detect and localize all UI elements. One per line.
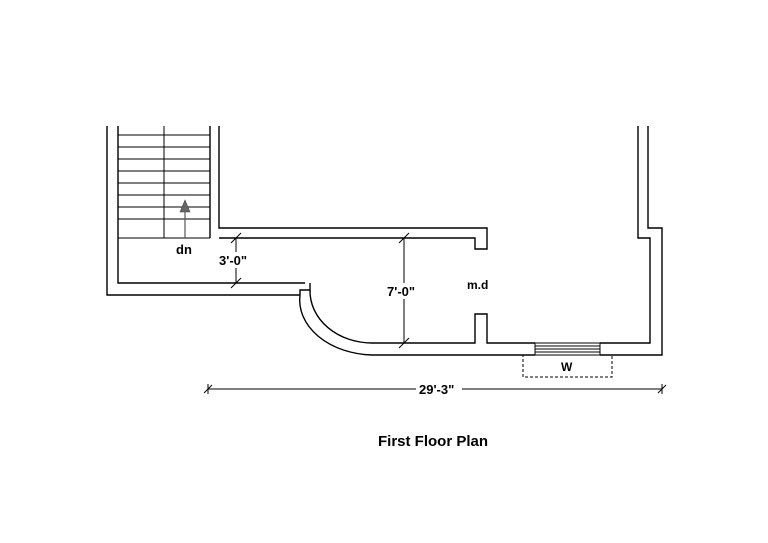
window-opening bbox=[522, 342, 613, 378]
window-label: W bbox=[561, 360, 573, 374]
stair-arrow-icon bbox=[179, 199, 191, 238]
door-dimension-bg bbox=[386, 283, 422, 299]
passage-dimension-bg bbox=[218, 252, 254, 268]
stair-treads bbox=[118, 126, 210, 239]
curved-wall bbox=[298, 283, 373, 356]
corridor-walls bbox=[372, 126, 663, 356]
stair-walls bbox=[106, 126, 488, 296]
door-label: m.d bbox=[467, 278, 488, 292]
overall-dimension-label: 29'-3" bbox=[419, 382, 454, 397]
passage-dimension-label: 3'-0" bbox=[219, 253, 247, 268]
overall-dimension-bg bbox=[416, 381, 462, 397]
stair-direction-label: dn bbox=[176, 242, 192, 257]
plan-title: First Floor Plan bbox=[378, 433, 488, 450]
door-dimension-label: 7'-0" bbox=[387, 284, 415, 299]
